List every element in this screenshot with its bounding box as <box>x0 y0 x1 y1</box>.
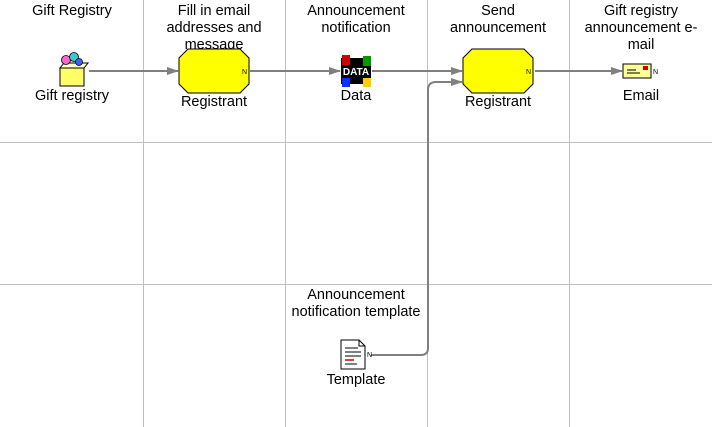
node-label-send: Registrant <box>464 94 532 110</box>
envelope-icon[interactable]: N <box>622 62 660 80</box>
data-icon-text: DATA <box>343 67 369 78</box>
document-badge: N <box>367 352 372 359</box>
node-label-template: Template <box>326 372 386 388</box>
column-header-announcement: Announcement notification <box>307 3 405 36</box>
node-label-data: Data <box>340 88 372 104</box>
column-header-gift-registry: Gift Registry <box>32 3 112 19</box>
column-header-email: Gift registry announcement e-mail <box>584 3 698 53</box>
envelope-badge: N <box>653 69 658 76</box>
connector-template-to-send <box>371 78 463 356</box>
node-caption-template: Announcement notification template <box>291 287 421 320</box>
node-label-gift-registry: Gift registry <box>34 88 110 104</box>
activity-badge: N <box>526 69 531 76</box>
activity-octagon-icon[interactable]: N <box>178 48 252 94</box>
gift-box-icon[interactable] <box>56 52 90 88</box>
node-label-fill-in: Registrant <box>180 94 248 110</box>
document-icon[interactable]: N <box>338 339 374 371</box>
data-icon[interactable]: DATA <box>339 54 373 88</box>
node-label-email: Email <box>622 88 660 104</box>
column-header-fill-in: Fill in email addresses and message <box>166 3 262 53</box>
column-header-send: Send announcement <box>450 3 546 36</box>
activity-badge: N <box>242 69 247 76</box>
activity-octagon-icon[interactable]: N <box>462 48 536 94</box>
